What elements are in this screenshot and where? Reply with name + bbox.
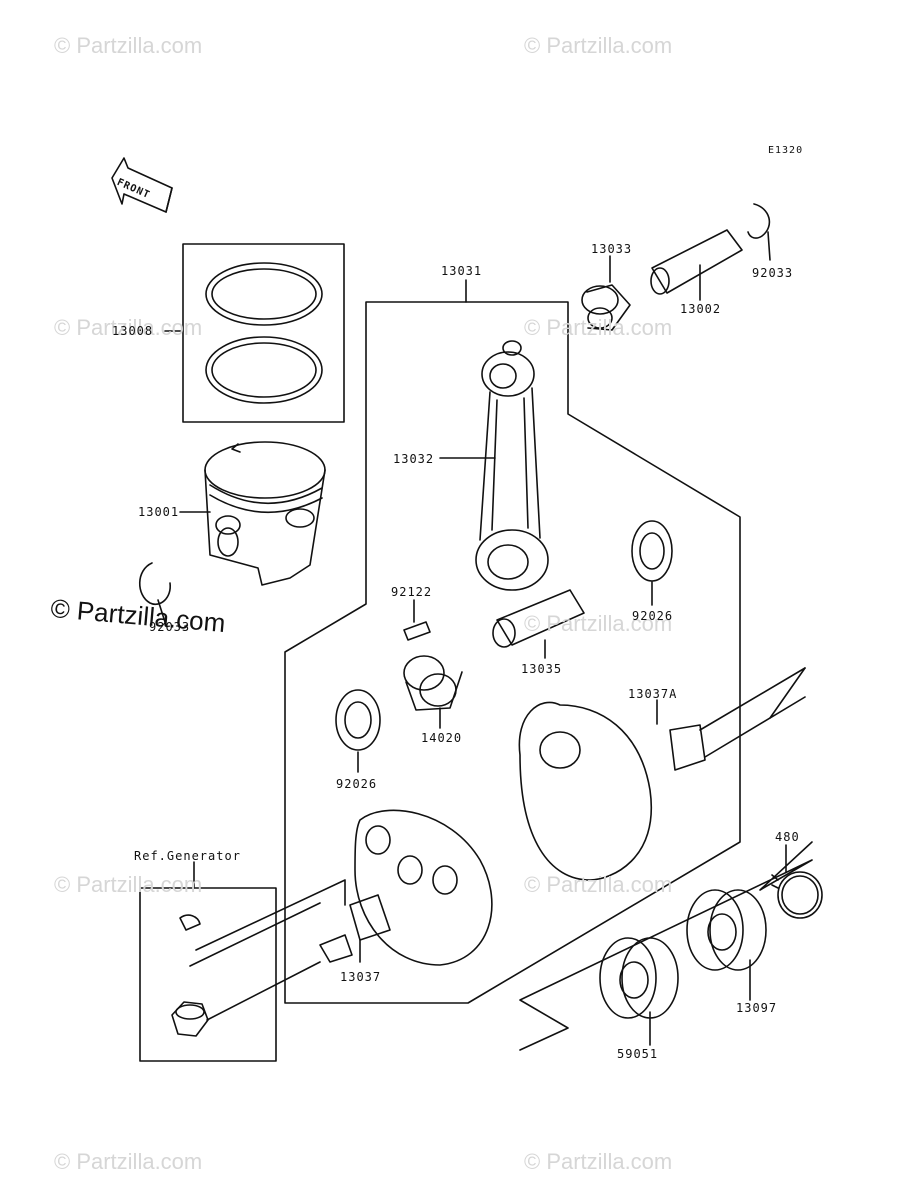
thrust-washer-right [631, 520, 673, 582]
gear-13097 [686, 889, 767, 971]
circlip-480 [771, 871, 823, 919]
part-ref-14020[interactable]: 14020 [421, 731, 463, 745]
piston-rings-box [182, 243, 345, 423]
front-arrow-icon [111, 157, 173, 213]
part-ref-13031[interactable]: 13031 [441, 264, 483, 278]
small-end-bearing [581, 284, 631, 331]
ref-generator-label: Ref.Generator [134, 849, 241, 863]
part-ref-59051[interactable]: 59051 [617, 1047, 659, 1061]
crank-half-left [319, 809, 493, 966]
part-ref-480[interactable]: 480 [775, 830, 800, 844]
part-ref-92033-right[interactable]: 92033 [752, 266, 794, 280]
part-ref-13001[interactable]: 13001 [138, 505, 180, 519]
part-ref-13035[interactable]: 13035 [521, 662, 563, 676]
part-ref-13037A[interactable]: 13037A [628, 687, 678, 701]
crank-pin [492, 589, 585, 648]
part-ref-13037[interactable]: 13037 [340, 970, 382, 984]
watermark: © Partzilla.com [54, 872, 203, 897]
part-ref-13008[interactable]: 13008 [112, 324, 154, 338]
thrust-washer-left [335, 689, 381, 751]
part-ref-92122[interactable]: 92122 [391, 585, 433, 599]
circlip-right [747, 203, 771, 239]
shaft-axis [519, 841, 813, 1051]
part-ref-92026-left[interactable]: 92026 [336, 777, 378, 791]
watermark: © Partzilla.com [524, 872, 673, 897]
part-ref-92033-left[interactable]: 92033 [149, 620, 191, 634]
piston-ring-top [205, 262, 323, 326]
part-ref-13033[interactable]: 13033 [591, 242, 633, 256]
part-ref-92026-right[interactable]: 92026 [632, 609, 674, 623]
crank-half-right [518, 667, 806, 881]
diagram-code: E1320 [768, 145, 804, 156]
dowel-pin [403, 621, 431, 641]
piston-ring-bottom [205, 336, 323, 404]
nut [171, 1001, 209, 1037]
watermark: © Partzilla.com [54, 33, 203, 58]
circlip-left [138, 562, 171, 605]
crank-assembly-outline [284, 301, 741, 1004]
watermark: © Partzilla.com [524, 33, 673, 58]
ref-generator-box [139, 887, 277, 1062]
connecting-rod [475, 340, 549, 591]
part-ref-13002[interactable]: 13002 [680, 302, 722, 316]
watermark: © Partzilla.com [524, 1149, 673, 1174]
watermark: © Partzilla.com [524, 611, 673, 636]
part-ref-13032[interactable]: 13032 [393, 452, 435, 466]
part-ref-13097[interactable]: 13097 [736, 1001, 778, 1015]
woodruff-key [179, 914, 201, 931]
needle-bearing [403, 655, 463, 711]
gear-59051 [599, 937, 679, 1019]
watermark: © Partzilla.com [54, 315, 203, 340]
watermark: © Partzilla.com [54, 1149, 203, 1174]
watermark: © Partzilla.com [524, 315, 673, 340]
piston [204, 441, 326, 586]
piston-pin [650, 229, 743, 295]
